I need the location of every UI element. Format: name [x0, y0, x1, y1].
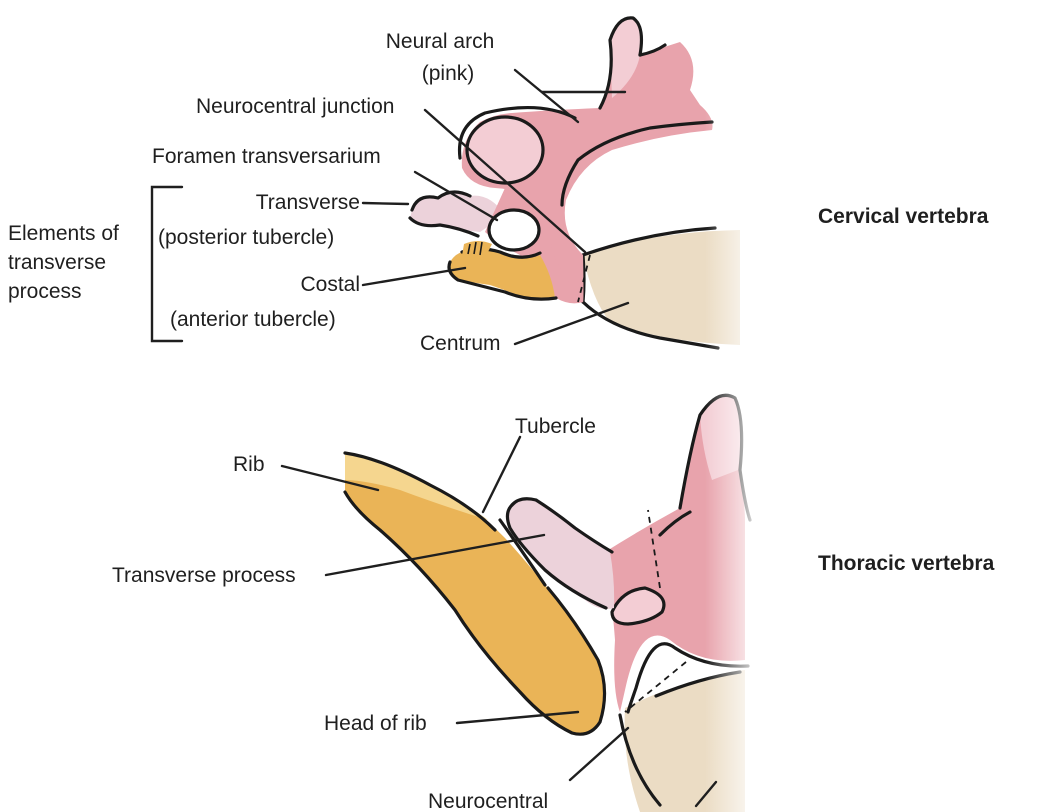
- bracket-label-line-2: transverse: [8, 251, 106, 274]
- label-anterior-tubercle: (anterior tubercle): [170, 308, 336, 331]
- leader-centrum: [515, 303, 628, 344]
- label-neural-arch: Neural arch: [386, 30, 495, 53]
- leader-transverse: [363, 203, 408, 204]
- label-neurocentral-junction: Neurocentral junction: [196, 95, 394, 118]
- fade-overlay: [705, 0, 765, 812]
- thoracic-rib: [345, 453, 605, 734]
- foramen-transversarium: [489, 210, 539, 250]
- label-head-of-rib: Head of rib: [324, 712, 427, 735]
- label-rib: Rib: [233, 453, 265, 476]
- title-thoracic-vertebra: Thoracic vertebra: [818, 552, 995, 575]
- label-foramen-transversarium: Foramen transversarium: [152, 145, 381, 168]
- label-tubercle: Tubercle: [515, 415, 596, 438]
- label-neural-arch-note: (pink): [422, 62, 475, 85]
- title-cervical-vertebra: Cervical vertebra: [818, 205, 989, 228]
- leader-neurocentral: [570, 728, 628, 780]
- bracket-label-line-3: process: [8, 280, 82, 303]
- leader-costal: [363, 268, 465, 285]
- title-column-bg: [765, 0, 1045, 812]
- label-centrum: Centrum: [420, 332, 501, 355]
- bracket-label-line-1: Elements of: [8, 222, 119, 245]
- label-posterior-tubercle: (posterior tubercle): [158, 226, 334, 249]
- thoracic-vertebra-drawing: [345, 395, 750, 812]
- label-transverse-process: Transverse process: [112, 564, 296, 587]
- label-transverse: Transverse: [256, 191, 360, 214]
- label-neurocentral: Neurocentral: [428, 790, 548, 812]
- label-costal: Costal: [300, 273, 360, 296]
